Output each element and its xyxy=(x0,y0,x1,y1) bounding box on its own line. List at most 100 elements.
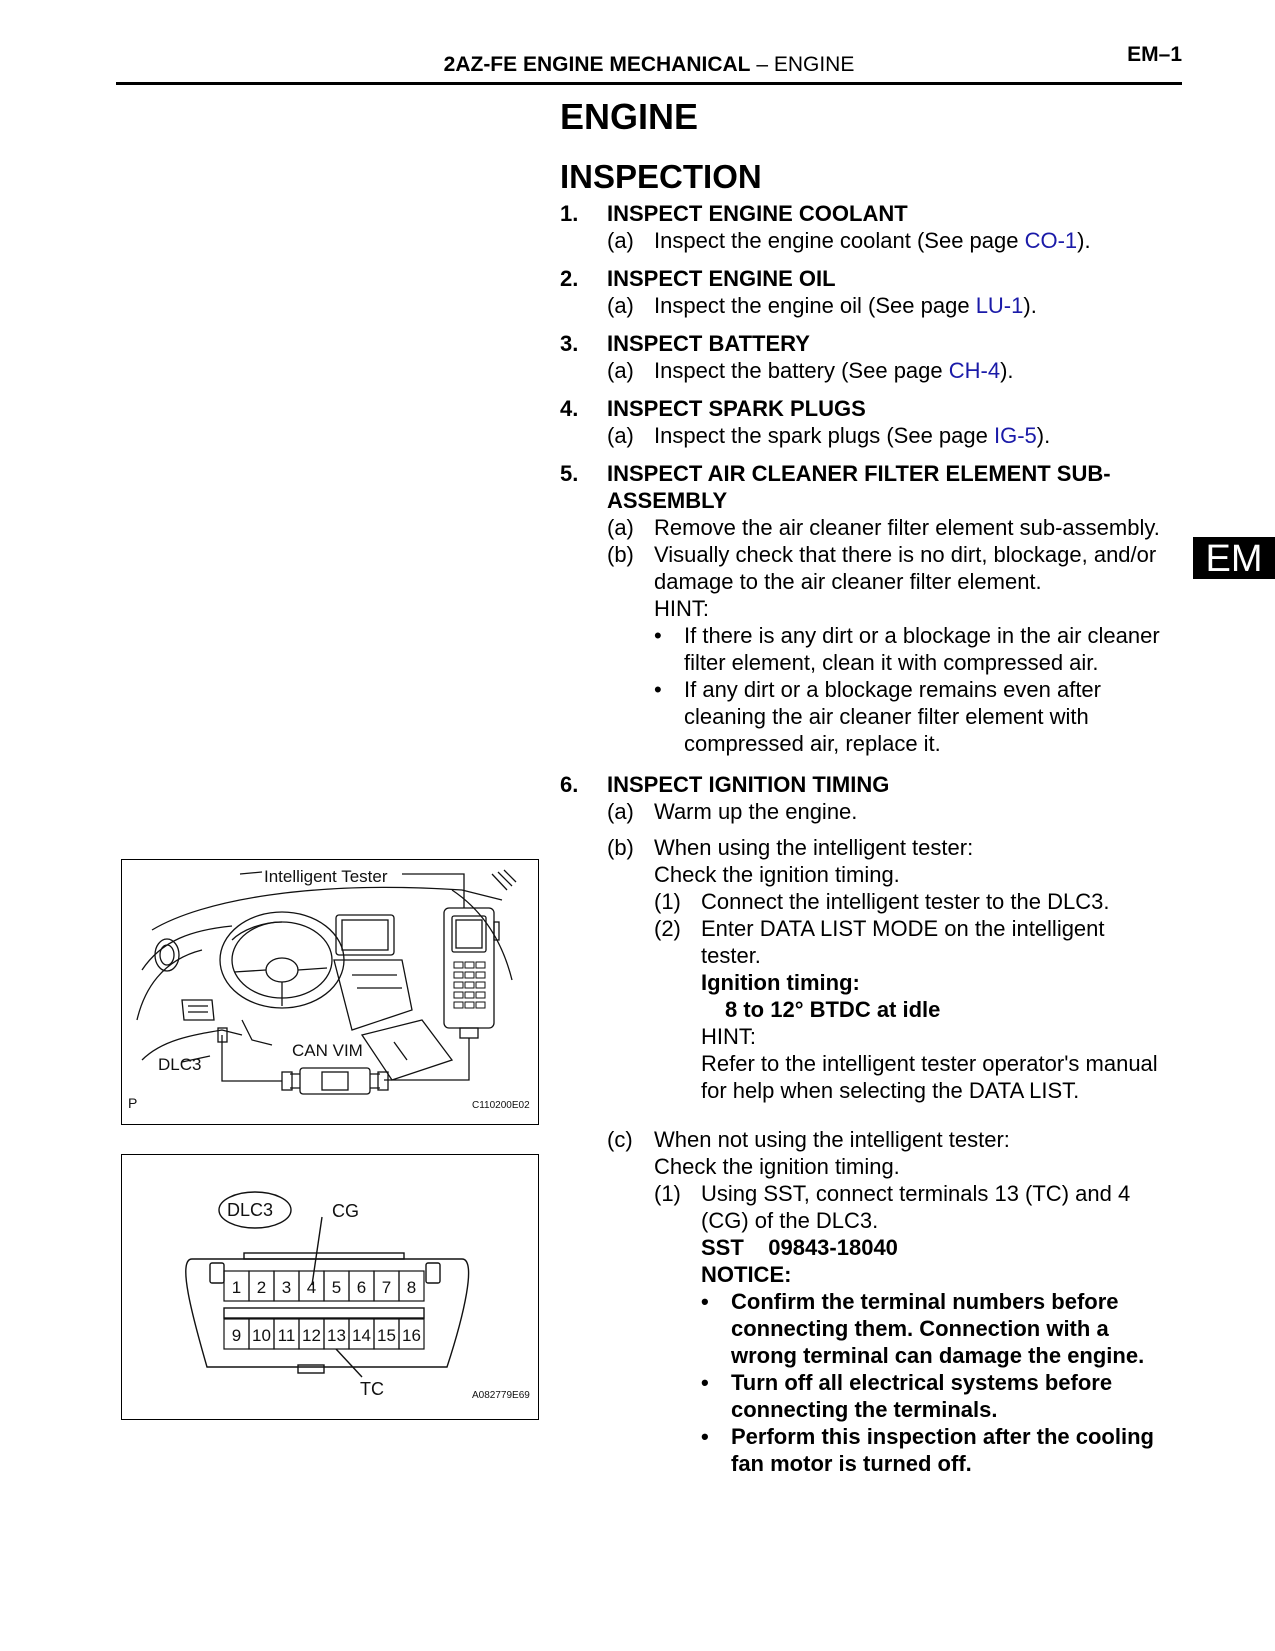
sub-text: Remove the air cleaner filter element su… xyxy=(654,515,1160,540)
sub-letter: (a) xyxy=(607,799,634,824)
sub-letter: (a) xyxy=(607,515,634,540)
sub-text: Inspect the spark plugs (See page IG-5). xyxy=(654,422,1050,449)
sub-letter: (a) xyxy=(607,293,634,318)
bullet-text: If there is any dirt or a blockage in th… xyxy=(684,623,1160,648)
tester-connection-figure: Intelligent Tester CAN VIM DLC3 P C11020… xyxy=(121,859,539,1125)
figure-corner-label: P xyxy=(128,1095,137,1111)
notice-text: Turn off all electrical systems before xyxy=(731,1370,1113,1395)
notice-text: Confirm the terminal numbers before xyxy=(731,1289,1119,1314)
hint-label: HINT: xyxy=(654,596,709,621)
sub-text-tail: ). xyxy=(1077,228,1091,253)
terminal-cell xyxy=(398,1318,425,1350)
terminal-number: 1 xyxy=(232,1278,241,1297)
page-link[interactable]: CO-1 xyxy=(1024,228,1078,253)
terminal-number: 3 xyxy=(282,1278,291,1297)
substep-text: Using SST, connect terminals 13 (TC) and… xyxy=(701,1181,1131,1206)
dlc-label: DLC3 xyxy=(158,1055,201,1074)
spec-value: 8 to 12° BTDC at idle xyxy=(725,997,941,1022)
step-1: 1. INSPECT ENGINE COOLANT(a) Inspect the e… xyxy=(560,200,1180,254)
sub-text-tail: ). xyxy=(1000,358,1014,383)
sub-text: Check the ignition timing. xyxy=(654,862,900,887)
step-number: 3. xyxy=(560,331,579,356)
sub-text: damage to the air cleaner filter element… xyxy=(654,569,1042,594)
bullet: • xyxy=(654,623,662,648)
section-title: INSPECTION xyxy=(560,158,762,195)
terminal-number: 11 xyxy=(278,1326,296,1345)
step-number: 2. xyxy=(560,266,579,291)
sub-text-lead: Inspect the spark plugs (See page xyxy=(654,423,994,448)
substep-text: Connect the intelligent tester to the DL… xyxy=(701,889,1110,914)
page-header: 2AZ-FE ENGINE MECHANICAL – ENGINE EM–1 xyxy=(116,40,1182,85)
notice-text: connecting them. Connection with a xyxy=(731,1316,1109,1341)
sub-text-tail: ). xyxy=(1023,293,1037,318)
header-title-rest: – ENGINE xyxy=(750,53,855,76)
sst-number: SST 09843-18040 xyxy=(701,1235,898,1260)
figure-code: C110200E02 xyxy=(472,1100,530,1111)
substep-text: tester. xyxy=(701,943,761,968)
bullet-text: compressed air, replace it. xyxy=(684,731,941,756)
sub-letter: (b) xyxy=(607,542,634,567)
sub-text-tail: ). xyxy=(1036,423,1051,448)
page-link[interactable]: LU-1 xyxy=(975,293,1024,318)
notice-label: NOTICE: xyxy=(701,1262,792,1287)
terminal-number: 7 xyxy=(382,1278,391,1297)
header-title-bold: 2AZ-FE ENGINE MECHANICAL xyxy=(443,53,751,76)
header-title: 2AZ-FE ENGINE MECHANICAL – ENGINE xyxy=(116,53,1182,77)
step-number: 4. xyxy=(560,396,579,421)
hint-label: HINT: xyxy=(701,1024,756,1049)
terminal-number: 2 xyxy=(257,1278,266,1297)
terminal-number: 12 xyxy=(302,1326,321,1345)
substep-number: (1) xyxy=(654,1181,681,1206)
page-link[interactable]: CH-4 xyxy=(948,358,1001,383)
sub-text-lead: Inspect the engine oil (See page xyxy=(654,293,976,318)
sub-text: Warm up the engine. xyxy=(654,799,858,824)
sub-text: Inspect the engine oil (See page LU-1). xyxy=(654,292,1037,319)
terminal-number: 4 xyxy=(307,1278,316,1297)
sub-letter: (a) xyxy=(607,228,634,253)
substep-number: (1) xyxy=(654,889,681,914)
bullet: • xyxy=(701,1370,709,1395)
bullet: • xyxy=(701,1424,709,1449)
notice-text: Perform this inspection after the coolin… xyxy=(731,1424,1154,1449)
step-title: INSPECT ENGINE COOLANT xyxy=(607,201,908,226)
sub-letter: (a) xyxy=(607,423,634,448)
bullet-text: If any dirt or a blockage remains even a… xyxy=(684,677,1101,702)
tester-connection-illustration: Intelligent Tester CAN VIM DLC3 P C11020… xyxy=(128,867,530,1111)
substep-text: Enter DATA LIST MODE on the intelligent xyxy=(701,916,1105,941)
notice-text: wrong terminal can damage the engine. xyxy=(731,1343,1145,1368)
vim-label: CAN VIM xyxy=(292,1041,363,1060)
section-tab: EM xyxy=(1193,537,1275,580)
terminal-cell xyxy=(398,1270,425,1302)
sub-text: Inspect the engine coolant (See page CO-… xyxy=(654,227,1091,254)
sub-text-lead: Inspect the battery (See page xyxy=(654,358,949,383)
terminal-number: 16 xyxy=(402,1326,421,1345)
terminal-number: 8 xyxy=(407,1278,416,1297)
bullet-text: cleaning the air cleaner filter element … xyxy=(684,704,1089,729)
hint-text: for help when selecting the DATA LIST. xyxy=(701,1078,1080,1103)
hint-text: Refer to the intelligent tester operator… xyxy=(701,1051,1158,1076)
notice-text: connecting the terminals. xyxy=(731,1397,998,1422)
step-5: 5. INSPECT AIR CLEANER FILTER ELEMENT SU… xyxy=(560,460,1180,757)
figure-code: A082779E69 xyxy=(472,1390,530,1401)
step-3: 3. INSPECT BATTERY(a) Inspect the battery … xyxy=(560,330,1180,384)
sub-letter: (a) xyxy=(607,358,634,383)
sub-letter: (c) xyxy=(607,1127,633,1152)
step-6: 6. INSPECT IGNITION TIMING (a) Warm up the… xyxy=(560,771,1180,1477)
sub-text: Inspect the battery (See page CH-4). xyxy=(654,357,1014,384)
page-title: ENGINE xyxy=(560,96,699,137)
step-title: INSPECT IGNITION TIMING xyxy=(607,772,890,797)
step-title: INSPECT BATTERY xyxy=(607,331,810,356)
sub-text: When using the intelligent tester: xyxy=(654,835,974,860)
page-number: EM–1 xyxy=(1127,43,1182,66)
tester-label: Intelligent Tester xyxy=(264,867,388,886)
step-2: 2.INSPECT ENGINE OIL(a)Inspect the engin… xyxy=(560,265,1180,319)
sub-text-lead: Inspect the engine coolant (See page xyxy=(654,228,1025,253)
step-number: 6. xyxy=(560,772,579,797)
step-number: 1. xyxy=(560,201,579,226)
dlc-label: DLC3 xyxy=(227,1200,273,1220)
notice-text: fan motor is turned off. xyxy=(731,1451,972,1476)
cg-terminal-label: CG xyxy=(332,1201,359,1221)
terminal-number: 13 xyxy=(327,1326,346,1345)
step-4: 4.INSPECT SPARK PLUGS(a)Inspect the spar… xyxy=(560,395,1180,449)
page-link[interactable]: IG-5 xyxy=(994,423,1037,448)
